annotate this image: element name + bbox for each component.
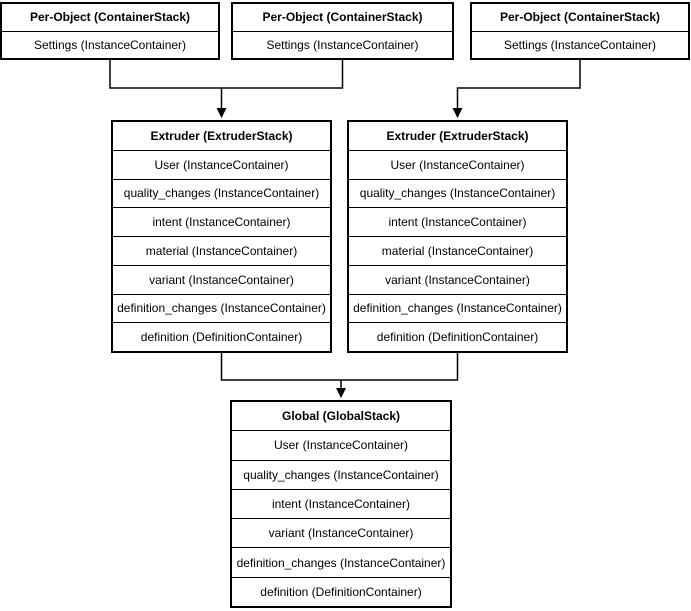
node-title: Global (GlobalStack)	[281, 409, 401, 424]
edge-extruders-merge	[220, 353, 459, 381]
node-row: intent (InstanceContainer)	[349, 207, 566, 236]
node-row: Settings (InstanceContainer)	[2, 30, 218, 59]
node-row: intent (InstanceContainer)	[113, 207, 330, 236]
node-row: User (InstanceContainer)	[113, 149, 330, 179]
node-per-object-3: Per-Object (ContainerStack) Settings (In…	[470, 2, 690, 60]
node-row: material (InstanceContainer)	[349, 236, 566, 265]
node-row: definition (DefinitionContainer)	[113, 322, 330, 351]
node-row: definition_changes (InstanceContainer)	[113, 293, 330, 323]
edge-perobject12-merge	[109, 60, 344, 89]
node-row: definition_changes (InstanceContainer)	[349, 293, 566, 323]
node-row: variant (InstanceContainer)	[113, 264, 330, 294]
node-row: definition (DefinitionContainer)	[349, 322, 566, 351]
node-title: Per-Object (ContainerStack)	[29, 10, 191, 25]
node-title: Extruder (ExtruderStack)	[386, 128, 529, 143]
node-row: Settings (InstanceContainer)	[472, 30, 688, 59]
node-row: variant (InstanceContainer)	[349, 264, 566, 294]
node-title: Per-Object (ContainerStack)	[499, 10, 661, 25]
node-row: quality_changes (InstanceContainer)	[232, 459, 450, 489]
node-title: Per-Object (ContainerStack)	[262, 10, 423, 25]
node-row: Settings (InstanceContainer)	[233, 30, 452, 59]
node-row: User (InstanceContainer)	[232, 430, 450, 459]
node-row: User (InstanceContainer)	[349, 149, 566, 179]
node-row: intent (InstanceContainer)	[232, 488, 450, 518]
node-global: Global (GlobalStack) User (InstanceConta…	[230, 400, 452, 608]
node-row: quality_changes (InstanceContainer)	[113, 178, 330, 208]
node-extruder-2: Extruder (ExtruderStack) User (InstanceC…	[347, 120, 568, 353]
node-title: Extruder (ExtruderStack)	[150, 128, 293, 143]
node-row: material (InstanceContainer)	[113, 236, 330, 265]
node-row: definition_changes (InstanceContainer)	[232, 547, 450, 576]
node-row: variant (InstanceContainer)	[232, 518, 450, 547]
node-row: definition (DefinitionContainer)	[232, 576, 450, 606]
node-extruder-1: Extruder (ExtruderStack) User (InstanceC…	[111, 120, 332, 353]
node-row: quality_changes (InstanceContainer)	[349, 178, 566, 208]
edge-into-extruder-2	[452, 60, 581, 118]
node-per-object-1: Per-Object (ContainerStack) Settings (In…	[0, 2, 220, 60]
node-per-object-2: Per-Object (ContainerStack) Settings (In…	[231, 2, 454, 60]
